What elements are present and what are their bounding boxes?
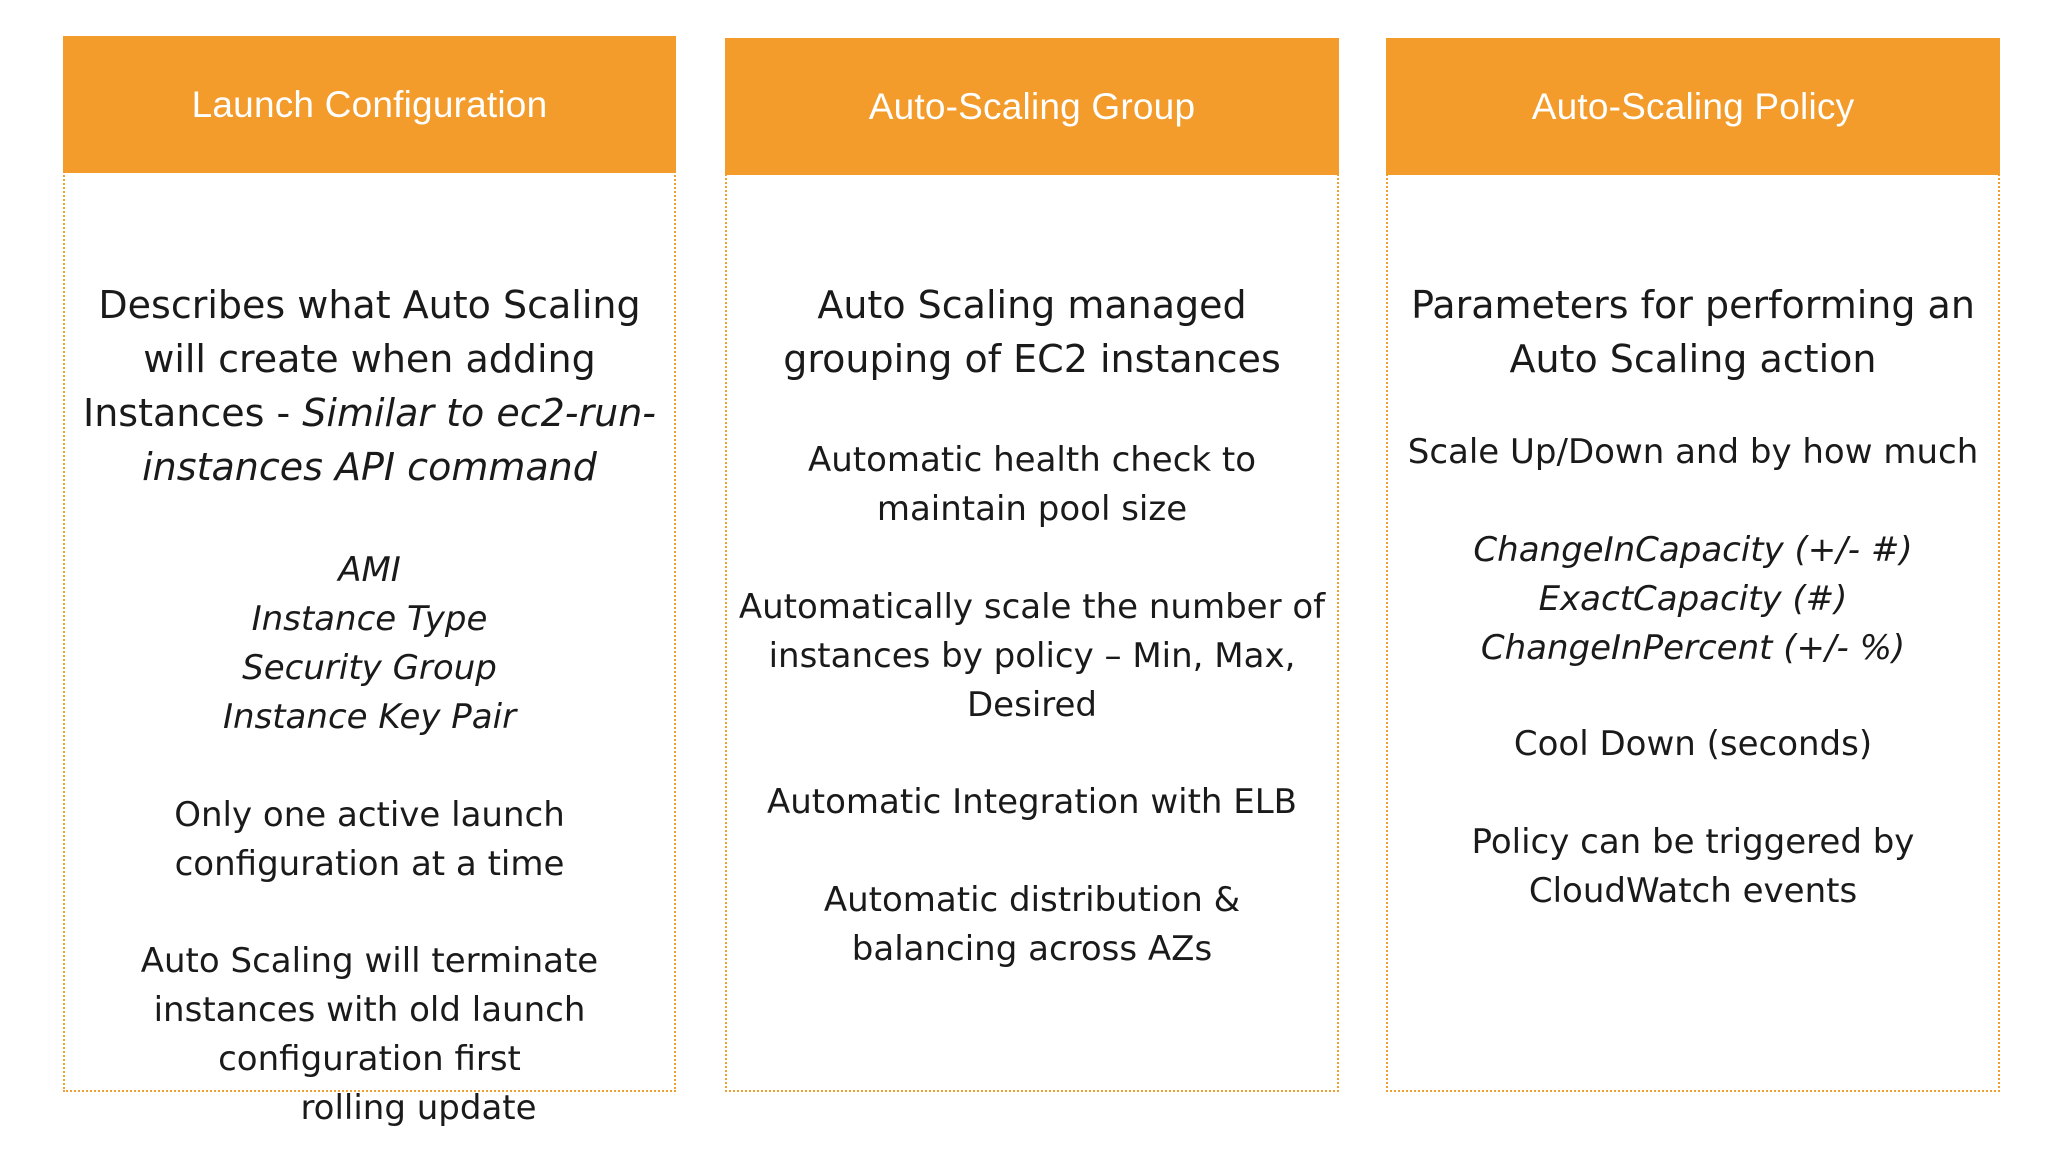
cooldown-note: Cool Down (seconds) [1388, 720, 1998, 769]
auto-scaling-policy-description: Parameters for performing an Auto Scalin… [1388, 278, 1998, 386]
adjustment-item: ChangeInCapacity (+/- #) [1473, 530, 1913, 570]
note-line: rolling update [300, 1088, 537, 1128]
description-plain: Instances - [82, 391, 303, 435]
attribute-item: Instance Key Pair [222, 697, 517, 737]
auto-scaling-group-description: Auto Scaling managed grouping of EC2 ins… [727, 278, 1337, 386]
launch-configuration-title: Launch Configuration [191, 83, 548, 125]
auto-scaling-policy-panel: Auto-Scaling Policy Parameters for perfo… [1386, 38, 2000, 1092]
description-italic: Similar to ec2-run- [302, 391, 656, 435]
note-line: instances with old launch [153, 990, 586, 1030]
description-line: Auto Scaling managed [817, 283, 1247, 327]
note-line: Desired [967, 685, 1097, 725]
terminate-note: Auto Scaling will terminate instances wi… [65, 937, 674, 1133]
adjustment-item: ChangeInPercent (+/- %) [1480, 628, 1906, 668]
description-line: Parameters for performing an [1411, 283, 1975, 327]
auto-scaling-group-title: Auto-Scaling Group [868, 85, 1196, 127]
trigger-note: Policy can be triggered by CloudWatch ev… [1388, 818, 1998, 916]
auto-scaling-policy-header: Auto-Scaling Policy [1386, 38, 2000, 175]
auto-scaling-group-header: Auto-Scaling Group [725, 38, 1339, 175]
description-line: Auto Scaling action [1509, 337, 1877, 381]
attribute-item: Security Group [242, 648, 497, 688]
scale-policy-note: Automatically scale the number of instan… [727, 583, 1337, 730]
auto-scaling-policy-title: Auto-Scaling Policy [1531, 85, 1855, 127]
note-line: maintain pool size [876, 489, 1188, 529]
adjustment-types: ChangeInCapacity (+/- #) ExactCapacity (… [1388, 526, 1998, 673]
note-line: Only one active launch [174, 795, 565, 835]
note-line: balancing across AZs [851, 929, 1213, 969]
launch-configuration-description: Describes what Auto Scaling will create … [65, 278, 674, 494]
launch-configuration-attributes: AMI Instance Type Security Group Instanc… [65, 546, 674, 742]
note-line: instances by policy – Min, Max, [768, 636, 1296, 676]
note-line: Automatic distribution & [823, 880, 1241, 920]
adjustment-item: ExactCapacity (#) [1538, 579, 1848, 619]
attribute-item: Instance Type [251, 599, 488, 639]
note-line: configuration first [218, 1039, 521, 1079]
launch-configuration-body: Describes what Auto Scaling will create … [65, 173, 674, 1128]
note-line: configuration at a time [174, 844, 565, 884]
auto-scaling-group-panel: Auto-Scaling Group Auto Scaling managed … [725, 38, 1339, 1092]
launch-configuration-header: Launch Configuration [63, 36, 676, 173]
single-active-note: Only one active launch configuration at … [65, 791, 674, 889]
health-check-note: Automatic health check to maintain pool … [727, 436, 1337, 534]
description-line: will create when adding [143, 337, 596, 381]
auto-scaling-group-body: Auto Scaling managed grouping of EC2 ins… [727, 175, 1337, 1090]
note-line: Automatic Integration with ELB [766, 782, 1298, 822]
elb-integration-note: Automatic Integration with ELB [727, 778, 1337, 827]
note-line: Automatically scale the number of [738, 587, 1326, 627]
description-line: Instances - Similar to ec2-run- [65, 386, 674, 440]
note-line: CloudWatch events [1528, 871, 1858, 911]
note-line: Cool Down (seconds) [1513, 724, 1873, 764]
description-line: instances API command [142, 445, 597, 489]
description-line: Describes what Auto Scaling [98, 283, 641, 327]
az-distribution-note: Automatic distribution & balancing acros… [727, 876, 1337, 974]
description-line: grouping of EC2 instances [783, 337, 1281, 381]
note-line: Policy can be triggered by [1471, 822, 1915, 862]
note-line: Scale Up/Down and by how much [1407, 432, 1979, 472]
attribute-item: AMI [338, 550, 401, 590]
scale-up-down-note: Scale Up/Down and by how much [1388, 428, 1998, 477]
note-line: Automatic health check to [807, 440, 1257, 480]
auto-scaling-policy-body: Parameters for performing an Auto Scalin… [1388, 175, 1998, 1090]
note-line: Auto Scaling will terminate [140, 941, 599, 981]
launch-configuration-panel: Launch Configuration Describes what Auto… [63, 36, 676, 1128]
